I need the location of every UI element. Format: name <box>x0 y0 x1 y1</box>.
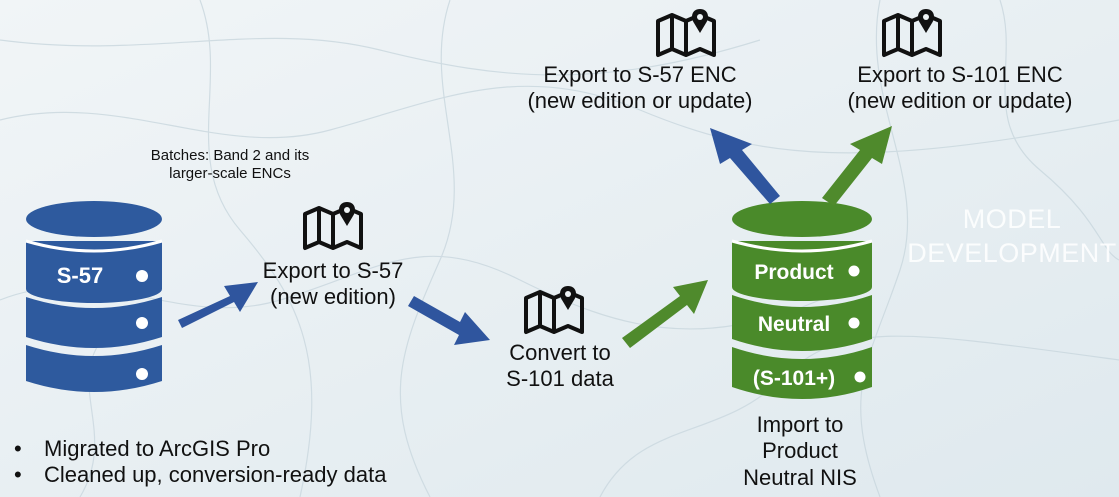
pn-database-label-2: Neutral <box>758 313 830 336</box>
watermark-line-2: DEVELOPMENT <box>907 237 1117 268</box>
arrow-export-to-convert <box>408 296 490 345</box>
batches-note-line-2: larger-scale ENCs <box>169 165 291 182</box>
s57-database-label: S-57 <box>57 263 103 288</box>
import-label: Import to Product Neutral NIS <box>710 412 890 491</box>
arrow-to-s57-enc <box>710 128 780 204</box>
export-s101-enc-line-1: Export to S-101 ENC <box>857 62 1063 87</box>
import-line-3: Neutral NIS <box>743 464 857 490</box>
import-line-2: Product <box>762 438 838 464</box>
bullet-item: Cleaned up, conversion-ready data <box>14 462 386 488</box>
export-s57-line-1: Export to S-57 <box>262 258 404 283</box>
export-s101-enc-line-2: (new edition or update) <box>847 88 1073 114</box>
bullet-item: Migrated to ArcGIS Pro <box>14 436 386 462</box>
map-pin-icon <box>656 9 716 57</box>
s57-database-icon: S-57 <box>25 201 163 392</box>
export-s57-enc-label: Export to S-57 ENC (new edition or updat… <box>500 62 780 115</box>
watermark-line-1: MODEL <box>962 204 1062 234</box>
convert-label: Convert to S-101 data <box>470 340 650 393</box>
convert-line-1: Convert to <box>509 340 611 365</box>
export-s57-line-2: (new edition) <box>270 284 396 310</box>
export-s57-enc-line-2: (new edition or update) <box>527 88 753 114</box>
arrow-to-s101-enc <box>822 126 892 206</box>
pn-database-label-3: (S-101+) <box>753 367 835 390</box>
import-line-1: Import to <box>756 412 844 437</box>
bullet-list: Migrated to ArcGIS Pro Cleaned up, conve… <box>14 436 386 488</box>
batches-note: Batches: Band 2 and its larger-scale ENC… <box>100 147 360 183</box>
arrow-s57-to-export <box>178 282 258 328</box>
arrow-convert-to-product-neutral <box>622 280 708 348</box>
batches-note-line-1: Batches: Band 2 and its <box>150 147 310 164</box>
export-s57-label: Export to S-57 (new edition) <box>228 258 438 311</box>
map-pin-icon <box>882 9 942 57</box>
pn-database-label-1: Product <box>754 261 833 284</box>
model-development-watermark: MODEL DEVELOPMENT <box>905 203 1119 271</box>
product-neutral-database-icon: Product Neutral (S-101+) <box>731 201 873 399</box>
convert-line-2: S-101 data <box>506 366 614 392</box>
map-pin-icon <box>524 286 584 334</box>
export-s57-enc-line-1: Export to S-57 ENC <box>543 62 737 87</box>
map-pin-icon <box>303 202 363 250</box>
export-s101-enc-label: Export to S-101 ENC (new edition or upda… <box>820 62 1100 115</box>
